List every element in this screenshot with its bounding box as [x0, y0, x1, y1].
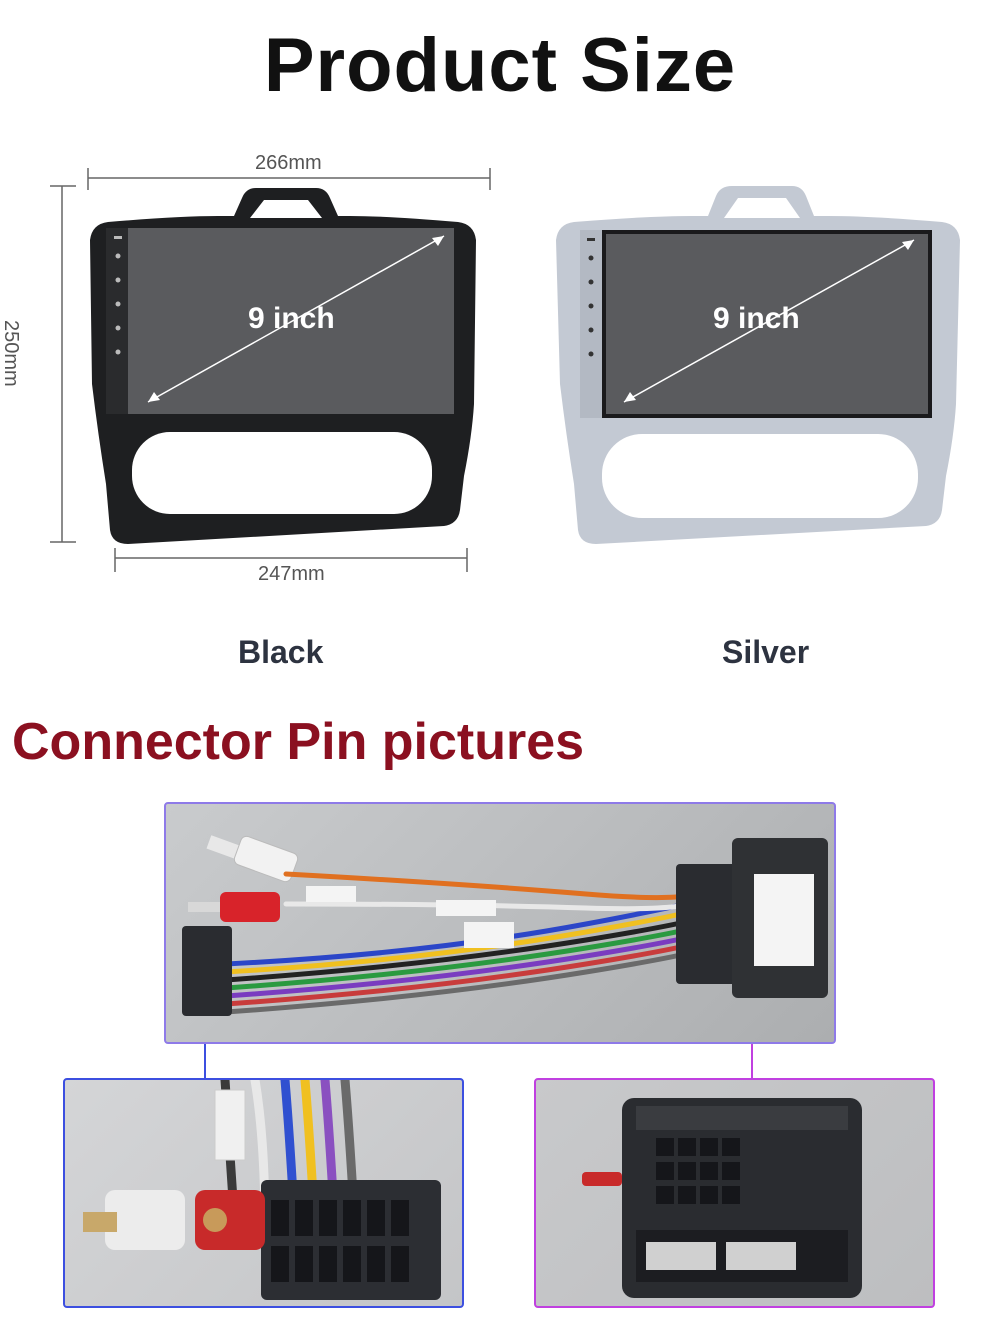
variant-label-silver: Silver — [722, 634, 810, 670]
height-label: 250mm — [0, 320, 22, 387]
radio-black-image — [90, 188, 476, 544]
screen-size-label-black: 9 inch — [248, 302, 335, 335]
dimension-lines — [50, 168, 491, 572]
screen-size-label-silver: 9 inch — [713, 302, 800, 335]
width-bottom-label: 247mm — [258, 563, 325, 585]
connector-section-title: Connector Pin pictures — [12, 713, 585, 771]
width-top-label: 266mm — [255, 152, 322, 174]
variant-label-black: Black — [238, 634, 324, 670]
screen-silver — [606, 234, 928, 414]
harness-photo — [164, 802, 836, 1044]
page-title: Product Size — [263, 23, 737, 108]
quadlock-connector-photo — [534, 1078, 935, 1308]
iso-connector-photo — [63, 1078, 464, 1308]
radio-silver-image — [556, 186, 960, 544]
